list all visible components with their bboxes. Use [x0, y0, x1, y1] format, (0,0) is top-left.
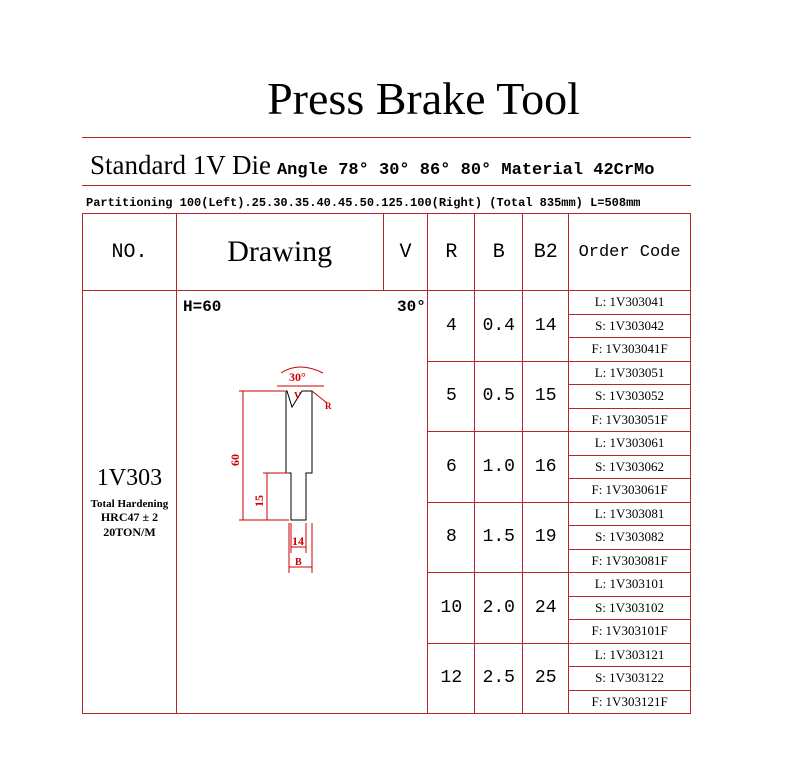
order-code: F: 1V303101F — [568, 619, 691, 644]
table-row: S: 1V303082 — [83, 525, 691, 550]
b2-value: 16 — [522, 431, 570, 503]
dim-b: B — [295, 557, 302, 568]
dimension-lines — [238, 366, 328, 573]
divider — [82, 185, 691, 186]
height-label: H=60 — [183, 298, 221, 316]
spec-table: NO. Drawing V R B B2 Order Code 1V303 To… — [82, 213, 691, 714]
model-no: 1V303 — [96, 464, 163, 491]
table-row: F: 1V303121F — [83, 689, 691, 714]
order-code: F: 1V303051F — [568, 407, 691, 432]
order-code: S: 1V303062 — [568, 454, 691, 479]
order-code: S: 1V303042 — [568, 313, 691, 338]
hardening: Total Hardening — [90, 497, 169, 510]
dim-r: R — [325, 401, 332, 411]
b-value: 2.0 — [474, 572, 524, 644]
b-value: 1.0 — [474, 431, 524, 503]
r-value: 5 — [427, 360, 476, 432]
order-code: L: 1V303101 — [568, 572, 691, 597]
table-row: 1V303 Total Hardening HRC47 ± 2 20TON/M … — [82, 290, 691, 714]
order-code: S: 1V303082 — [568, 525, 691, 550]
r-value: 12 — [427, 642, 476, 714]
order-code: F: 1V303081F — [568, 548, 691, 573]
order-code: L: 1V303051 — [568, 360, 691, 385]
order-code: F: 1V303061F — [568, 478, 691, 503]
dim-15: 15 — [252, 495, 266, 507]
subtitle-main: Standard 1V Die — [90, 150, 271, 180]
table-row: S: 1V303052 — [83, 384, 691, 409]
b-value: 0.4 — [474, 290, 524, 362]
b2-value: 14 — [522, 290, 570, 362]
dim-height: 60 — [228, 454, 242, 466]
table-row: F: 1V303041F — [83, 337, 691, 362]
b2-value: 25 — [522, 642, 570, 714]
r-value: 8 — [427, 501, 476, 573]
dim-14: 14 — [292, 534, 304, 548]
angle-label: 30° — [397, 298, 426, 316]
header-r: R — [427, 213, 476, 291]
b-value: 1.5 — [474, 501, 524, 573]
order-code: L: 1V303081 — [568, 501, 691, 526]
die-drawing: H=60 30° 30° V R 60 15 14 B — [183, 298, 426, 573]
order-code: L: 1V303041 — [568, 290, 691, 315]
header-order-code: Order Code — [568, 213, 691, 291]
partitioning-text: Partitioning 100(Left).25.30.35.40.45.50… — [86, 196, 641, 210]
r-value: 10 — [427, 572, 476, 644]
drawing-cell: H=60 30° 30° V R 60 15 14 B — [175, 290, 429, 714]
header-v: V — [382, 213, 429, 291]
hrc: HRC47 ± 2 — [100, 509, 159, 524]
table-row: S: 1V303062 — [83, 454, 691, 479]
b2-value: 19 — [522, 501, 570, 573]
model-cell: 1V303 Total Hardening HRC47 ± 2 20TON/M — [82, 290, 177, 714]
subtitle-detail: Angle 78° 30° 86° 80° Material 42CrMo — [276, 161, 655, 180]
tonnage: 20TON/M — [103, 524, 156, 539]
table-header: NO. Drawing V R B B2 Order Code — [82, 213, 691, 291]
order-code: S: 1V303052 — [568, 384, 691, 409]
divider — [82, 137, 691, 138]
table-row: S: 1V303122 — [83, 666, 691, 691]
dim-angle: 30° — [289, 370, 306, 384]
die-profile — [285, 390, 313, 521]
table-row: F: 1V303061F — [83, 478, 691, 503]
header-b2: B2 — [522, 213, 570, 291]
b2-value: 15 — [522, 360, 570, 432]
r-value: 6 — [427, 431, 476, 503]
table-row: F: 1V303101F — [83, 619, 691, 644]
table-row: S: 1V303042 — [83, 313, 691, 338]
subtitle: Standard 1V Die Angle 78° 30° 86° 80° Mat… — [90, 150, 654, 181]
b-value: 0.5 — [474, 360, 524, 432]
header-b: B — [474, 213, 524, 291]
dim-v: V — [294, 391, 302, 402]
order-code: L: 1V303121 — [568, 642, 691, 667]
order-code: F: 1V303041F — [568, 337, 691, 362]
order-code: S: 1V303122 — [568, 666, 691, 691]
header-drawing: Drawing — [175, 213, 384, 291]
order-code: L: 1V303061 — [568, 431, 691, 456]
order-code: F: 1V303121F — [568, 689, 691, 714]
page-title: Press Brake Tool — [267, 73, 580, 124]
order-code: S: 1V303102 — [568, 595, 691, 620]
b-value: 2.5 — [474, 642, 524, 714]
header-no: NO. — [82, 213, 177, 291]
b2-value: 24 — [522, 572, 570, 644]
table-row: F: 1V303051F — [83, 407, 691, 432]
r-value: 4 — [427, 290, 476, 362]
